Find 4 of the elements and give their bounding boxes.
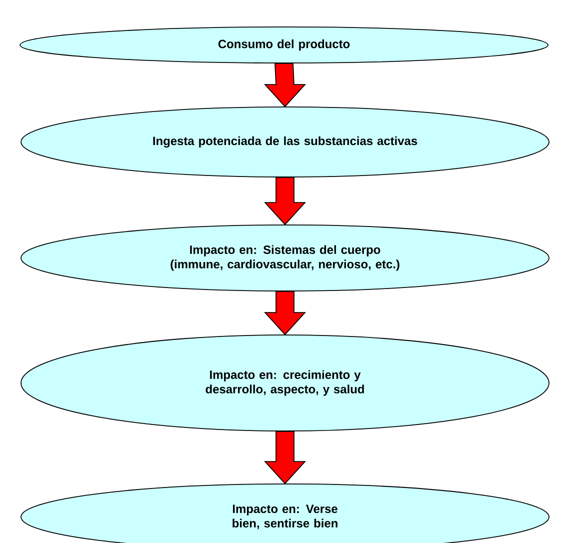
block-arrow: [264, 290, 306, 336]
block-arrow: [264, 176, 306, 226]
block-arrow: [264, 62, 306, 108]
block-arrow: [264, 430, 306, 484]
